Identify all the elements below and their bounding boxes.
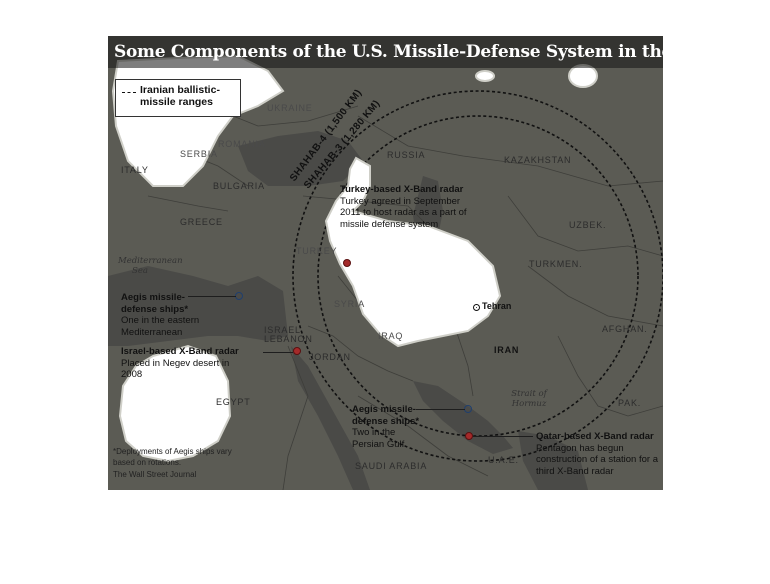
callout-turkey-radar-body: Turkey agreed in September 2011 to host … (340, 195, 467, 230)
country-label-turkmen: TURKMEN. (529, 259, 583, 269)
aegis-gulf-marker (464, 405, 472, 413)
gulf-of-oman (518, 431, 588, 490)
callout-qatar-radar: Qatar-based X-Band radar Pentagon has be… (536, 431, 660, 477)
aegis-med-leader (188, 296, 236, 297)
persian-gulf (413, 381, 513, 454)
coverage-small-1 (475, 70, 495, 82)
callout-qatar-radar-body: Pentagon has begun construction of a sta… (536, 442, 658, 477)
shahab-3-range-arc (317, 115, 639, 437)
country-label-israel: ISRAEL (264, 325, 301, 335)
country-label-turkey: TURKEY (296, 246, 338, 256)
callout-aegis-med-title: Aegis missile-defense ships* (121, 292, 189, 315)
map: Some Components of the U.S. Missile-Defe… (108, 36, 663, 490)
callout-israel-radar-body: Placed in Negev desert in 2008 (121, 357, 230, 381)
country-label-romania: ROMANIA (218, 139, 266, 149)
red-sea (291, 346, 370, 490)
country-label-pak: PAK. (618, 398, 642, 408)
coverage-turkey-iran (324, 156, 502, 348)
callout-israel-radar: Israel-based X-Band radar Placed in Nege… (121, 346, 251, 381)
qatar-radar-leader (473, 436, 533, 437)
callout-aegis-gulf-body: Two in the Persian Gulf (352, 427, 405, 450)
country-label-bulgaria: BULGARIA (213, 181, 265, 191)
country-label-uzbek: UZBEK. (569, 220, 607, 230)
sea-label-strait-of-hormuz: Strait of Hormuz (511, 389, 547, 409)
callout-qatar-radar-title: Qatar-based X-Band radar (536, 431, 654, 442)
footnote: *Deployments of Aegis ships vary based o… (113, 447, 232, 467)
map-title: Some Components of the U.S. Missile-Defe… (114, 42, 663, 62)
legend: Iranian ballistic-missile ranges (115, 79, 241, 117)
sea-label-mediterranean: Mediterranean Sea (118, 256, 183, 276)
country-label-jordan: JORDAN (309, 352, 351, 362)
country-label-saudi-arabia: SAUDI ARABIA (355, 461, 428, 471)
country-label-iran: IRAN (494, 345, 520, 355)
aegis-gulf-leader (416, 409, 465, 410)
legend-label: Iranian ballistic-missile ranges (140, 84, 220, 108)
coverage-egypt (118, 344, 232, 463)
coverage-small-2 (568, 64, 598, 88)
country-label-russia: RUSSIA (387, 150, 426, 160)
country-label-afghan: AFGHAN. (602, 324, 648, 334)
mediterranean-sea (108, 266, 288, 346)
callout-turkey-radar: Turkey-based X-Band radar Turkey agreed … (340, 184, 472, 230)
source-credit: The Wall Street Journal (113, 470, 197, 479)
black-sea (238, 131, 363, 186)
country-label-uae: U.A.E. (488, 455, 519, 465)
tehran-label: Tehran (482, 301, 512, 311)
country-label-kazakhstan: KAZAKHSTAN (504, 155, 572, 165)
turkey-radar-marker (343, 259, 351, 267)
tehran-city-marker (473, 304, 480, 311)
callout-israel-radar-title: Israel-based X-Band radar (121, 346, 239, 357)
title-bar: Some Components of the U.S. Missile-Defe… (108, 36, 663, 68)
country-label-italy: ITALY (121, 165, 149, 175)
shahab-4-range-arc (292, 90, 663, 462)
aegis-med-marker (235, 292, 243, 300)
country-label-iraq: IRAQ (378, 331, 404, 341)
qatar-radar-marker (465, 432, 473, 440)
country-label-ukraine: UKRAINE (267, 103, 313, 113)
callout-turkey-radar-title: Turkey-based X-Band radar (340, 184, 464, 195)
israel-radar-leader (263, 352, 293, 353)
country-label-lebanon: LEBANON (264, 334, 313, 344)
callout-aegis-gulf: Aegis missile-defense ships* Two in the … (352, 404, 424, 450)
country-label-greece: GREECE (180, 217, 223, 227)
country-label-serbia: SERBIA (180, 149, 218, 159)
israel-radar-marker (293, 347, 301, 355)
country-label-syria: SYRIA (334, 299, 366, 309)
country-label-egypt: EGYPT (216, 397, 251, 407)
callout-aegis-med: Aegis missile-defense ships* One in the … (121, 292, 205, 338)
legend-dashed-line (122, 92, 136, 93)
callout-aegis-gulf-title: Aegis missile-defense ships* (352, 404, 420, 427)
callout-aegis-med-body: One in the eastern Mediterranean (121, 315, 200, 338)
